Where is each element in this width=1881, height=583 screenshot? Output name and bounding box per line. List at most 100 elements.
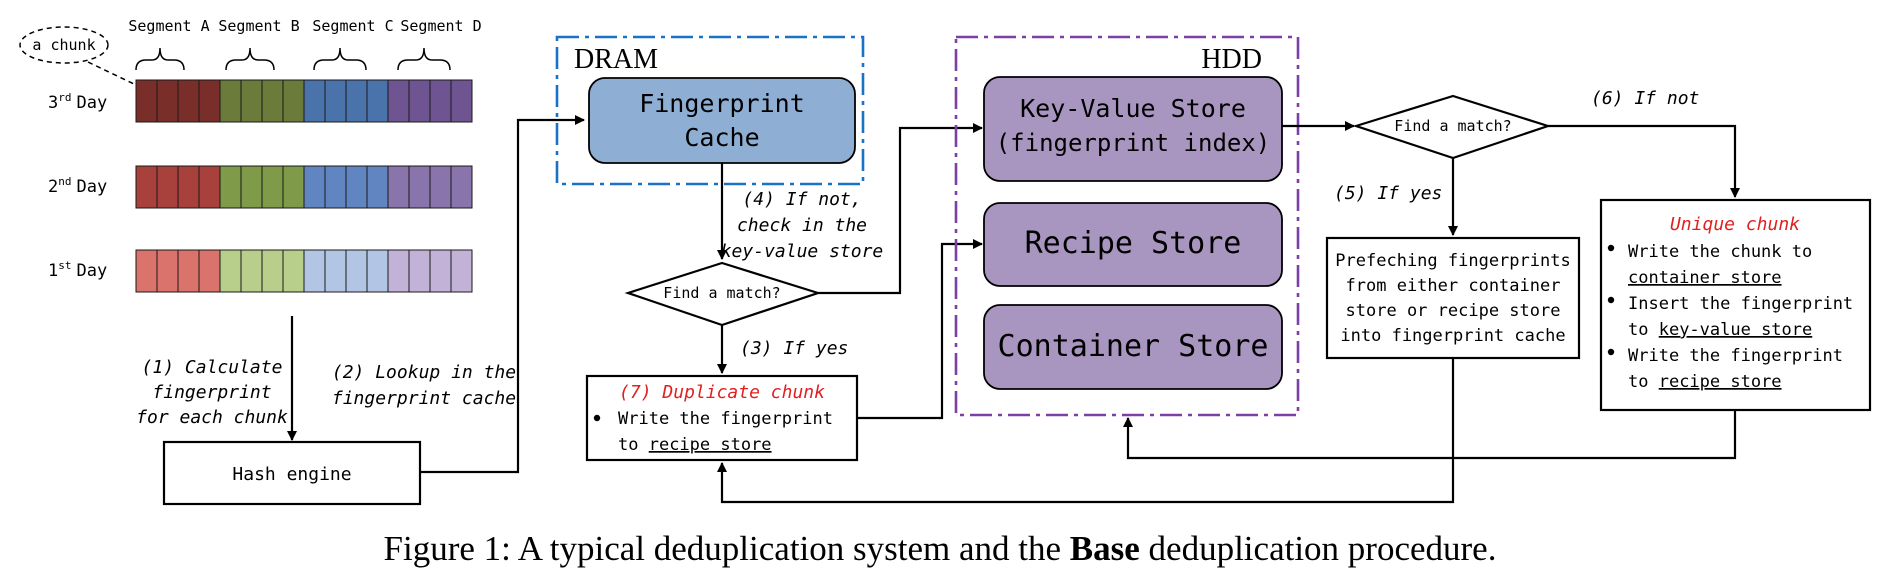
unique-item1-line2: container store bbox=[1628, 268, 1782, 288]
step1-label: (1) Calculate fingerprint for each chunk bbox=[136, 357, 288, 428]
container-store-label: Container Store bbox=[998, 329, 1269, 364]
arrow-return-to-hdd bbox=[1123, 358, 1455, 460]
chunk-cell-day3 bbox=[261, 79, 284, 123]
chunk-cell-day2 bbox=[303, 165, 326, 209]
chunk-cell-day1 bbox=[429, 249, 452, 293]
chunk-cell-day2 bbox=[135, 165, 158, 209]
line-unique-down bbox=[1453, 410, 1737, 460]
hash-engine-label: Hash engine bbox=[232, 464, 351, 485]
prefetch-line4: into fingerprint cache bbox=[1340, 326, 1565, 346]
chunk-cell-day1 bbox=[198, 249, 221, 293]
chunk-cell-day2 bbox=[156, 165, 179, 209]
step4-line1: (4) If not, bbox=[742, 189, 861, 210]
chunk-cell-day3 bbox=[303, 79, 326, 123]
chunk-callout-pointer bbox=[87, 61, 135, 85]
chunk-cell-day3 bbox=[324, 79, 347, 123]
unique-chunk-list: Write the chunk to container store Inser… bbox=[1607, 242, 1853, 392]
step6-label: (6) If not bbox=[1591, 88, 1699, 109]
prefetch-line1: Prefeching fingerprints bbox=[1335, 251, 1570, 271]
step2-line2: fingerprint cache bbox=[332, 388, 516, 409]
chunk-cell-day1 bbox=[240, 249, 263, 293]
chunk-cell-day2 bbox=[345, 165, 368, 209]
fingerprint-cache-line1: Fingerprint bbox=[639, 89, 805, 118]
arrow-hash-to-cache bbox=[420, 115, 585, 474]
hdd-region bbox=[954, 35, 1300, 417]
prefetch-line2: from either container bbox=[1346, 276, 1561, 296]
chunk-cell-day1 bbox=[156, 249, 179, 293]
unique-bullet-2 bbox=[1607, 296, 1615, 304]
chunk-rows bbox=[135, 79, 473, 293]
chunk-cell-day3 bbox=[240, 79, 263, 123]
unique-item2-line1: Insert the fingerprint bbox=[1628, 294, 1853, 314]
chunk-cell-day1 bbox=[177, 249, 200, 293]
chunk-cell-day1 bbox=[324, 249, 347, 293]
chunk-cell-day2 bbox=[387, 165, 410, 209]
unique-item3-line2: to recipe store bbox=[1628, 372, 1782, 392]
figure-caption: Figure 1: A typical deduplication system… bbox=[384, 529, 1497, 568]
arrow-match2-to-unique bbox=[1548, 124, 1740, 198]
chunk-callout-label: a chunk bbox=[32, 36, 95, 54]
recipe-store-label: Recipe Store bbox=[1025, 226, 1242, 261]
chunk-cell-day2 bbox=[261, 165, 284, 209]
chunk-cell-day1 bbox=[219, 249, 242, 293]
chunk-cell-day1 bbox=[387, 249, 410, 293]
chunk-cell-day3 bbox=[219, 79, 242, 123]
segment-label-b: Segment B bbox=[218, 17, 299, 35]
chunk-cell-day3 bbox=[156, 79, 179, 123]
chunk-cell-day2 bbox=[282, 165, 305, 209]
chunk-cell-day2 bbox=[366, 165, 389, 209]
unique-item1-line1: Write the chunk to bbox=[1628, 242, 1812, 262]
prefetch-text: Prefeching fingerprints from either cont… bbox=[1335, 251, 1570, 346]
chunk-cell-day1 bbox=[135, 249, 158, 293]
chunk-cell-day2 bbox=[450, 165, 473, 209]
chunk-cell-day2 bbox=[198, 165, 221, 209]
step1-line2: fingerprint bbox=[152, 382, 271, 403]
recipe-store-box bbox=[983, 202, 1283, 287]
arrow-duplicate-to-recipe bbox=[857, 239, 983, 420]
step2-label: (2) Lookup in the fingerprint cache bbox=[332, 362, 516, 409]
duplicate-chunk-title: (7) Duplicate chunk bbox=[619, 382, 825, 403]
chunk-cell-day3 bbox=[429, 79, 452, 123]
unique-bullet-1 bbox=[1607, 244, 1615, 252]
dram-label: DRAM bbox=[574, 44, 658, 75]
chunk-cell-day1 bbox=[345, 249, 368, 293]
chunk-cell-day3 bbox=[135, 79, 158, 123]
arrow-return-to-duplicate bbox=[717, 458, 1455, 504]
chunk-cell-day1 bbox=[450, 249, 473, 293]
step1-line3: for each chunk bbox=[136, 407, 288, 428]
unique-item2-line2: to key-value store bbox=[1628, 320, 1812, 340]
chunk-cell-day1 bbox=[282, 249, 305, 293]
segment-label-a: Segment A bbox=[128, 17, 209, 35]
chunk-cell-day1 bbox=[408, 249, 431, 293]
segment-braces bbox=[135, 47, 451, 71]
duplicate-line1: Write the fingerprint bbox=[618, 409, 833, 429]
unique-chunk-title: Unique chunk bbox=[1670, 214, 1800, 235]
chunk-cell-day2 bbox=[240, 165, 263, 209]
step4-line2: check in the bbox=[737, 215, 867, 236]
chunk-cell-day1 bbox=[303, 249, 326, 293]
kv-store-line1: Key-Value Store bbox=[1020, 94, 1246, 123]
container-store-box bbox=[983, 304, 1283, 390]
unique-bullet-3 bbox=[1607, 348, 1615, 356]
step3-label: (3) If yes bbox=[740, 338, 848, 359]
chunk-cell-day1 bbox=[366, 249, 389, 293]
arrow-match1-to-kvstore bbox=[818, 123, 983, 295]
duplicate-chunk-box bbox=[585, 374, 859, 462]
chunk-cell-day1 bbox=[261, 249, 284, 293]
chunk-cell-day3 bbox=[345, 79, 368, 123]
chunk-cell-day3 bbox=[366, 79, 389, 123]
kv-store-line2: (fingerprint index) bbox=[996, 129, 1271, 157]
chunk-cell-day3 bbox=[387, 79, 410, 123]
duplicate-line2: to recipe store bbox=[618, 435, 772, 455]
prefetch-box bbox=[1325, 236, 1581, 360]
dram-region bbox=[555, 35, 865, 186]
chunk-callout bbox=[19, 26, 109, 64]
step2-line1: (2) Lookup in the bbox=[332, 362, 516, 383]
match-decision-1-label: Find a match? bbox=[663, 284, 780, 302]
match-decision-2-label: Find a match? bbox=[1394, 117, 1511, 135]
chunk-cell-day3 bbox=[177, 79, 200, 123]
